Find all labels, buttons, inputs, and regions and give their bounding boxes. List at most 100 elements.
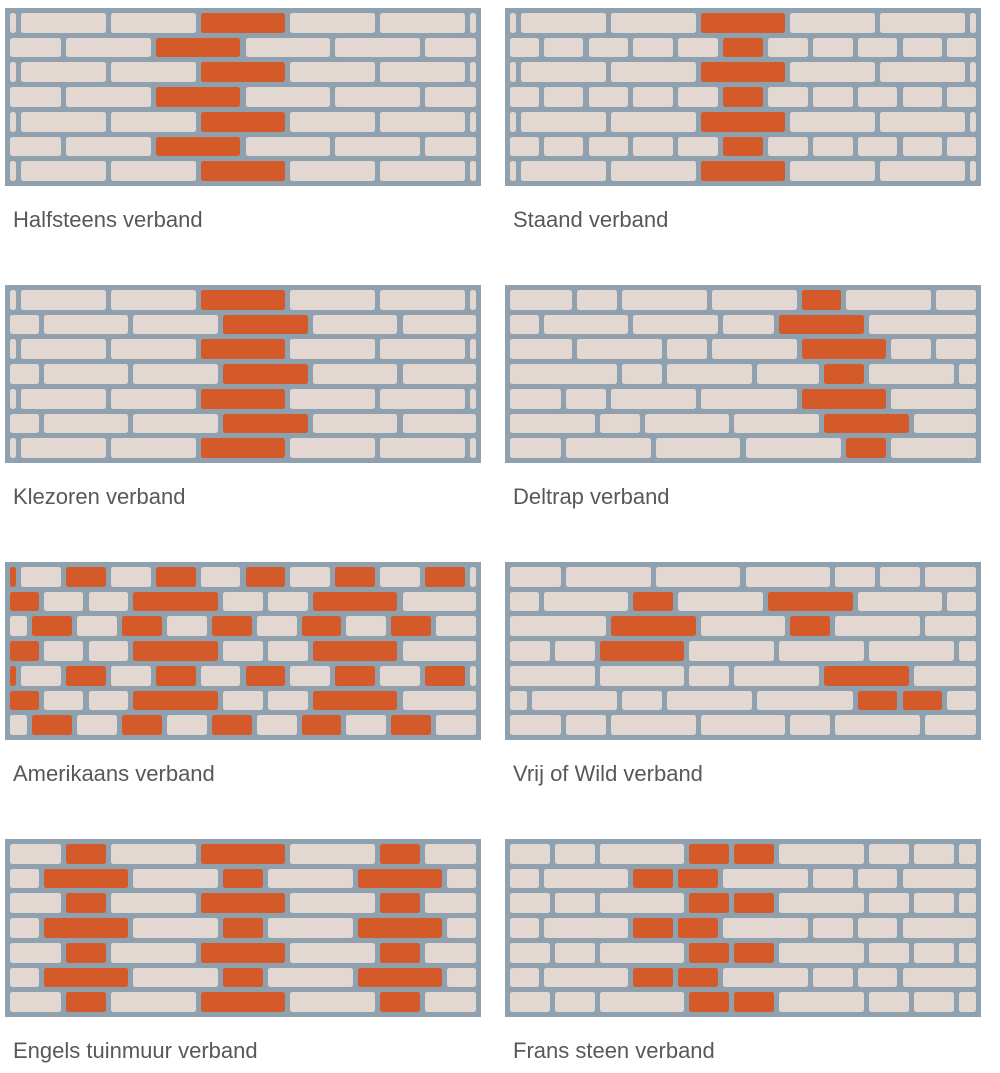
brick [936,339,976,360]
brick [267,690,308,711]
brick [700,616,786,637]
brick [469,665,476,686]
brick [610,111,696,132]
brick [510,364,618,384]
brick [21,339,106,360]
brick [711,290,797,310]
brick [290,161,376,181]
brick [857,868,898,889]
brick-highlighted [824,364,864,384]
brick [77,715,118,735]
brick [447,918,476,938]
brick [380,62,465,83]
brick [223,690,263,711]
bond-label: Engels tuinmuur verband [13,1038,258,1063]
brick [790,715,831,735]
brick-wall-diagram [5,562,481,740]
brick [402,314,476,335]
brick [110,62,196,83]
brick [510,37,539,58]
brick [566,715,606,735]
brick [10,438,17,458]
brick-wall-diagram [505,839,981,1017]
brick [380,161,465,181]
brick [380,388,465,409]
brick [424,87,476,107]
brick [723,868,808,889]
brick-highlighted [245,665,286,686]
brick [469,567,476,587]
bond-label: Amerikaans verband [13,761,215,786]
brick-highlighted [357,918,443,938]
brick-highlighted [380,992,420,1012]
brick-highlighted [790,616,831,637]
brick [779,844,864,864]
brick [10,364,39,384]
brick [857,136,898,157]
brick [510,62,517,83]
bond-label: Staand verband [513,207,669,232]
brick [510,868,539,889]
brick [868,844,909,864]
brick [424,37,476,58]
brick-highlighted [122,616,162,637]
brick [723,918,808,938]
brick-highlighted [133,641,219,661]
brick [913,665,976,686]
brick [43,413,129,434]
brick [969,161,976,181]
brick [711,339,797,360]
brick [223,591,263,612]
brick [424,893,476,914]
bond-label: Klezoren verband [13,484,186,509]
brick [510,690,528,711]
brick [958,844,976,864]
brick [902,87,943,107]
brick-highlighted [200,438,286,458]
brick [110,942,196,963]
brick [756,690,853,711]
brick-highlighted [678,918,719,938]
brick [510,111,517,132]
brick [10,868,39,889]
brick [167,616,207,637]
brick [245,37,331,58]
brick [633,314,719,335]
brick [510,13,517,33]
brick [510,844,550,864]
brick [290,893,376,914]
brick [678,136,719,157]
brick-wall-diagram [5,8,481,186]
brick [880,62,965,83]
brick [543,87,584,107]
brick-highlighted [700,13,786,33]
brick [346,715,387,735]
brick [521,161,606,181]
brick [88,641,129,661]
brick [554,641,595,661]
brick [767,136,808,157]
brick-highlighted [846,438,887,458]
brick [633,37,674,58]
brick-highlighted [734,942,775,963]
brick [835,715,920,735]
bond-panel-frans-steen: Frans steen verband [505,839,981,1073]
brick [599,844,685,864]
brick-highlighted [734,844,775,864]
brick-highlighted [357,967,443,988]
brick [812,868,853,889]
brick-highlighted [133,591,219,612]
brick [723,314,775,335]
brick [510,967,539,988]
bond-label: Frans steen verband [513,1038,715,1063]
brick [924,616,976,637]
brick [110,13,196,33]
bond-label: Halfsteens verband [13,207,203,232]
brick [812,37,853,58]
brick [588,87,629,107]
brick [10,413,39,434]
brick [510,87,539,107]
brick [790,111,876,132]
brick-highlighted [599,641,685,661]
brick [380,339,465,360]
